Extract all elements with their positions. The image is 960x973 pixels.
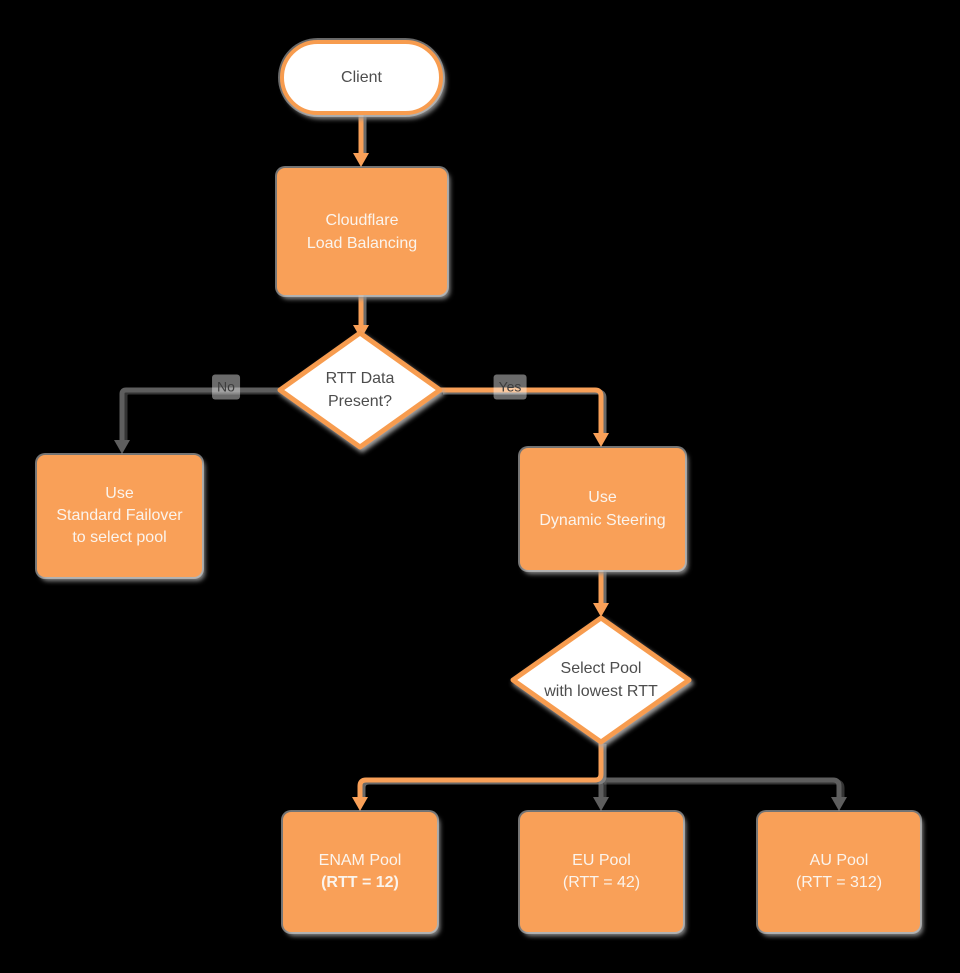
node-label-line: (RTT = 12) [321, 874, 399, 891]
edge-no-shadow [122, 389, 283, 442]
node-label-line: EU Pool [572, 852, 631, 869]
node-client: Client [280, 40, 443, 115]
edge-label-yes: Yes [493, 374, 527, 400]
node-label-line: Load Balancing [306, 234, 418, 252]
node-au-pool: AU Pool (RTT = 312) [758, 812, 920, 932]
node-label-line: Dynamic Steering [539, 512, 666, 529]
arrow-down-icon [114, 440, 130, 454]
decision-select-pool-lowest-rtt [510, 615, 692, 745]
node-label-line: Use [588, 489, 617, 506]
node-label-line: Use [105, 485, 134, 502]
node-label-line: ENAM Pool [318, 852, 402, 869]
arrow-down-icon [353, 153, 369, 167]
node-label-line: (RTT = 42) [562, 874, 641, 891]
arrow-down-icon [593, 433, 609, 447]
node-label-line: to select pool [72, 529, 167, 546]
node-label-line: (RTT = 312) [795, 874, 883, 891]
node-label-line: Standard Failover [56, 507, 183, 524]
decision-rtt-data-present [277, 330, 443, 450]
node-client-label: Client [341, 69, 382, 86]
arrow-down-icon [352, 797, 368, 811]
edge-enam-shadow [360, 744, 607, 799]
node-label-line: Cloudflare [325, 211, 399, 229]
arrow-down-icon [593, 603, 609, 617]
arrow-down-icon [831, 797, 847, 811]
node-use-standard-failover: Use Standard Failover to select pool [37, 455, 202, 577]
edge-rtt-yes [440, 387, 604, 433]
gray-connector-shadows [122, 389, 845, 799]
edge-select-to-au [601, 777, 842, 797]
arrow-down-icon [593, 797, 609, 811]
node-cloudflare-load-balancing: Cloudflare Load Balancing [277, 168, 447, 295]
edge-select-to-enam [357, 742, 604, 797]
edge-rtt-no [119, 387, 280, 440]
edge-label-no: No [212, 374, 240, 400]
node-eu-pool: EU Pool (RTT = 42) [520, 812, 683, 932]
edge-au-shadow [604, 779, 845, 799]
node-label-line: AU Pool [809, 852, 869, 869]
node-enam-pool: ENAM Pool (RTT = 12) [283, 812, 437, 932]
node-use-dynamic-steering: Use Dynamic Steering [520, 448, 685, 570]
